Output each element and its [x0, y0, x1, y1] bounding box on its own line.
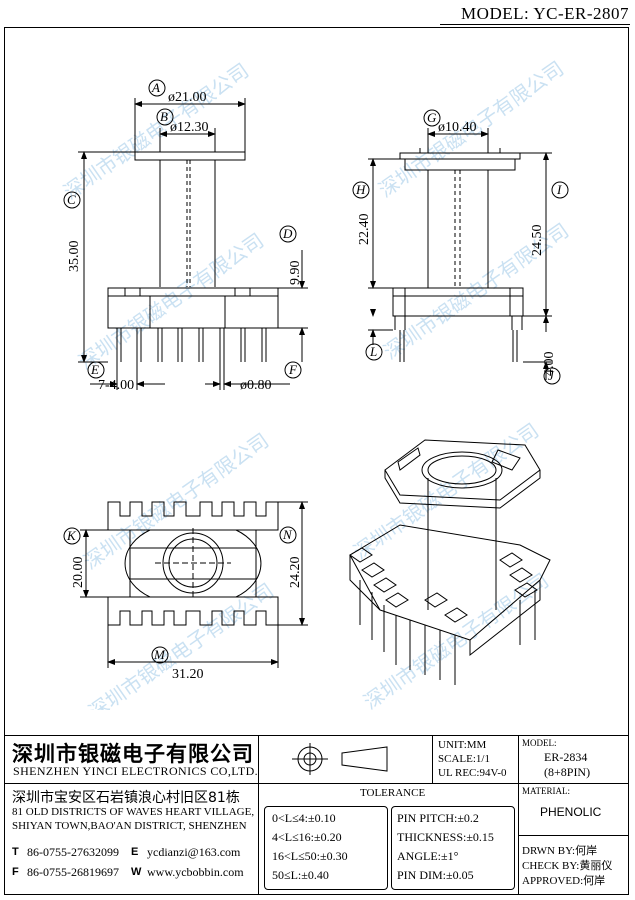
divider-v1: [258, 735, 259, 895]
watermark-layer: 深圳市银磁电子有限公司 深圳市银磁电子有限公司 深圳市银磁电子有限公司 深圳市银…: [59, 56, 573, 710]
svg-text:ø12.30: ø12.30: [170, 120, 209, 135]
svg-text:M: M: [153, 647, 166, 662]
svg-text:35.00: 35.00: [67, 241, 82, 273]
tel-label: T: [12, 846, 19, 858]
front-view-labels: A B C D E F ø21.00 ø12.30 35.00 9.90 7-4…: [67, 80, 303, 393]
divider-h-right2: [518, 835, 629, 836]
tolerance-right-4: PIN DIM:±0.05: [397, 868, 474, 882]
company-name-cn: 深圳市银磁电子有限公司: [12, 742, 254, 766]
divider-v3: [518, 735, 519, 895]
model-value: ER-2834: [544, 750, 588, 764]
side-view-labels: G H I L J ø10.40 22.40 24.50 4.00: [355, 110, 562, 383]
svg-text:4.00: 4.00: [542, 352, 557, 377]
tel-value: 86-0755-27632099: [27, 845, 119, 859]
divider-v2: [432, 735, 433, 784]
divider-h-mid: [258, 783, 518, 784]
watermark-7: 深圳市银磁电子有限公司: [84, 578, 278, 710]
check-by: CHECK BY:黄丽仪: [522, 860, 613, 872]
email-value[interactable]: ycdianzi@163.com: [147, 845, 241, 859]
svg-text:H: H: [355, 182, 366, 197]
tolerance-left-1: 0<L≤4:±0.10: [272, 811, 336, 825]
top-view-labels: K N M 20.00 24.20 31.20: [66, 527, 303, 682]
tolerance-right-2: THICKNESS:±0.15: [397, 830, 494, 844]
svg-text:F: F: [288, 362, 298, 377]
svg-text:N: N: [282, 527, 293, 542]
material-value: PHENOLIC: [540, 805, 602, 819]
company-name-en: SHENZHEN YINCI ELECTRONICS CO,LTD.: [13, 764, 259, 778]
title-block: [4, 735, 629, 896]
svg-text:20.00: 20.00: [71, 557, 86, 589]
tolerance-title: TOLERANCE: [360, 787, 426, 799]
drawn-by: DRWN BY:何岸: [522, 845, 598, 857]
svg-text:E: E: [90, 362, 99, 377]
tolerance-left-3: 16<L≤50:±0.30: [272, 849, 348, 863]
svg-text:22.40: 22.40: [357, 214, 372, 246]
tolerance-left-4: 50≤L:±0.40: [272, 868, 329, 882]
svg-text:31.20: 31.20: [172, 667, 204, 682]
ul-rec: UL REC:94V-0: [438, 767, 507, 779]
divider-h-right1: [518, 783, 629, 784]
svg-text:J: J: [548, 368, 555, 383]
svg-text:24.20: 24.20: [288, 557, 303, 589]
top-view: [63, 501, 308, 668]
technical-drawing: 深圳市银磁电子有限公司 深圳市银磁电子有限公司 深圳市银磁电子有限公司 深圳市银…: [59, 56, 573, 710]
svg-text:B: B: [160, 109, 168, 124]
web-label: W: [131, 866, 142, 878]
watermark-6: 深圳市银磁电子有限公司: [349, 418, 543, 564]
svg-text:9.90: 9.90: [288, 261, 303, 286]
web-value[interactable]: www.ycbobbin.com: [147, 865, 244, 879]
email-label: E: [131, 846, 139, 858]
svg-text:ø10.40: ø10.40: [438, 120, 477, 135]
model-title: MODEL:: [522, 738, 557, 748]
watermark-5: 深圳市银磁电子有限公司: [79, 428, 273, 574]
svg-text:ø21.00: ø21.00: [168, 90, 207, 105]
svg-text:D: D: [282, 226, 293, 241]
model-header: MODEL: YC-ER-2807: [461, 4, 629, 23]
front-view: [63, 79, 308, 390]
model-pins: (8+8PIN): [544, 765, 591, 779]
tolerance-right-1: PIN PITCH:±0.2: [397, 811, 479, 825]
drawing-frame: [4, 27, 629, 895]
svg-text:K: K: [66, 528, 77, 543]
svg-text:A: A: [151, 80, 160, 95]
fax-value: 86-0755-26819697: [27, 865, 119, 879]
svg-text:ø0.80: ø0.80: [240, 378, 272, 393]
svg-text:C: C: [67, 192, 76, 207]
isometric-view: [349, 439, 551, 685]
front-pins: [116, 328, 267, 362]
svg-text:I: I: [556, 182, 562, 197]
fax-label: F: [12, 866, 19, 878]
address-cn: 深圳市宝安区石岩镇浪心村旧区81栋: [12, 790, 240, 806]
company-divider: [4, 783, 258, 784]
scale: SCALE:1/1: [438, 753, 490, 765]
tolerance-box-left: [264, 806, 388, 890]
watermark-3: 深圳市银磁电子有限公司: [74, 228, 268, 374]
unit: UNIT:MM: [438, 739, 487, 751]
address-en-2: SHIYAN TOWN,BAO'AN DISTRICT, SHENZHEN: [12, 820, 247, 832]
svg-text:7-4.00: 7-4.00: [98, 378, 134, 393]
address-en-1: 81 OLD DISTRICTS OF WAVES HEART VILLAGE,: [12, 806, 255, 818]
svg-text:G: G: [427, 110, 437, 125]
svg-text:L: L: [369, 344, 377, 359]
side-view: [352, 109, 569, 385]
tolerance-right-3: ANGLE:±1°: [397, 849, 459, 863]
svg-text:24.50: 24.50: [530, 225, 545, 257]
projection-symbol: [292, 743, 388, 775]
material-title: MATERIAL:: [522, 786, 570, 796]
tolerance-left-2: 4<L≤16:±0.20: [272, 830, 342, 844]
approved-by: APPROVED:何岸: [522, 875, 606, 887]
header-underline: [440, 24, 630, 25]
tolerance-box-right: [391, 806, 515, 890]
